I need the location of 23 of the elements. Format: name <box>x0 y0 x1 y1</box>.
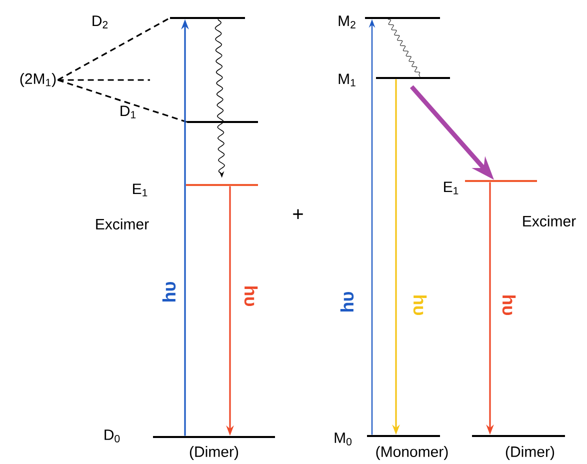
level-label: (Dimer) <box>506 446 554 460</box>
edge-label: hυ <box>161 280 177 304</box>
plus-sign: + <box>293 209 303 220</box>
level-label: M$_{2}$ <box>338 16 356 28</box>
edge-label: hυ <box>243 284 259 308</box>
level-label: (Dimer) <box>190 446 238 460</box>
edge-label: hυ <box>501 293 517 317</box>
state-label: Excimer <box>96 218 149 230</box>
edge-label: hυ <box>339 290 355 314</box>
level-label: E$_{1}$ <box>133 184 148 196</box>
state-label: Excimer <box>523 216 576 226</box>
level-label: D$_{0}$ <box>104 430 120 442</box>
dashed-line <box>58 79 150 81</box>
level-label: D$_{2}$ <box>92 16 108 28</box>
level-label: E$_{1}$ <box>444 182 458 194</box>
edge-label: hυ <box>412 293 428 317</box>
level-label: M$_{1}$ <box>338 74 356 86</box>
level-label: (Monomer) <box>376 446 448 460</box>
dashed-line <box>58 79 188 123</box>
level-label: M$_{0}$ <box>334 432 352 446</box>
level-label: D$_{1}$ <box>120 106 136 118</box>
state-label: (2M$_{1}$) <box>20 73 56 87</box>
dashed-line <box>57 17 170 81</box>
